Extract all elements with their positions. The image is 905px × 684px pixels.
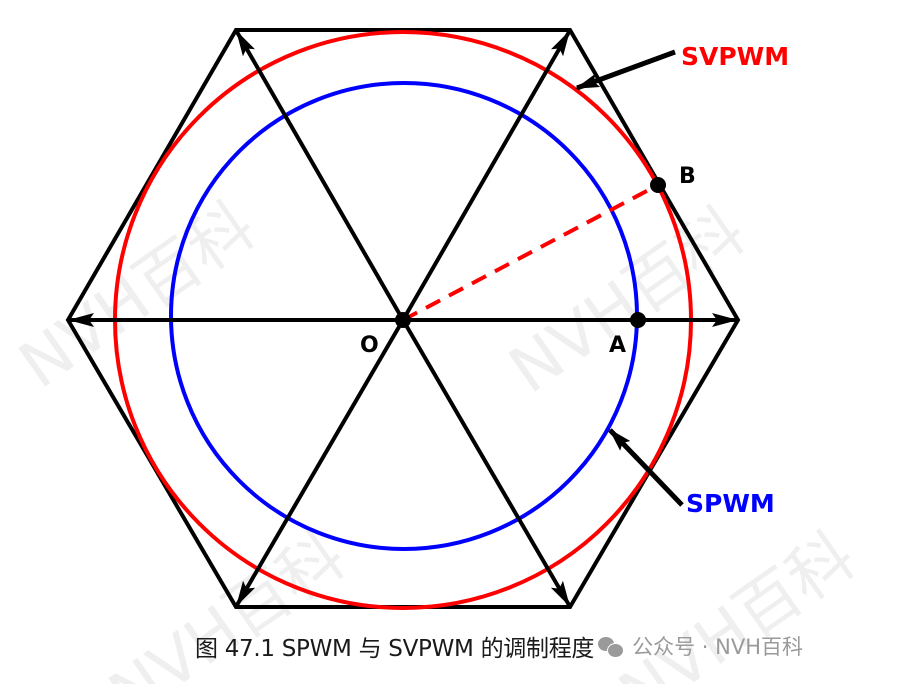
- source-attribution: 公众号 · NVH百科: [632, 635, 804, 659]
- caption-text: 图 47.1 SPWM 与 SVPWM 的调制程度: [195, 636, 595, 662]
- svpwm-callout-arrow: [575, 49, 676, 91]
- wechat-icon: [598, 635, 625, 658]
- point-a-label: A: [609, 333, 626, 358]
- svpwm-label: SVPWM: [681, 42, 789, 71]
- vector-120deg: [235, 30, 405, 321]
- vector-240deg: [235, 318, 405, 607]
- origin-point: [395, 312, 411, 328]
- ob-dashed-line: [402, 183, 659, 322]
- origin-label: O: [360, 333, 379, 358]
- point-a: [630, 312, 646, 328]
- vector-60deg: [401, 30, 571, 321]
- spwm-label: SPWM: [686, 489, 775, 518]
- vector-300deg: [401, 318, 571, 607]
- figure-caption: 图 47.1 SPWM 与 SVPWM 的调制程度 公众号 · NVH百科: [195, 626, 803, 666]
- point-b-label: B: [679, 164, 696, 189]
- basic-vectors: [68, 30, 738, 607]
- watermark: NVH百科: [7, 189, 269, 403]
- spwm-callout-arrow: [608, 428, 684, 507]
- point-b: [650, 177, 666, 193]
